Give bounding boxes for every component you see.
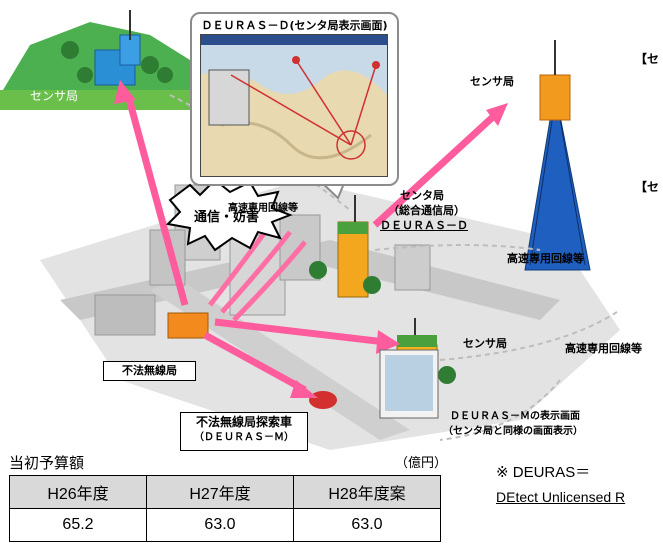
budget-header-h26: H26年度 [9,475,147,509]
budget-header-row: H26年度 H27年度 H28年度案 [9,475,441,509]
search-car-label-line2: （ＤＥＵＲＡＳ－Ｍ） [194,432,294,443]
link-dash-2 [374,244,541,251]
link-dash-3 [439,309,621,361]
sensor-tower [524,89,591,271]
highspeed-label-2: 高速専用回線等 [507,252,584,265]
highspeed-label-3: 高速専用回線等 [565,342,642,355]
road-2 [150,280,410,440]
interference-burst [165,178,293,252]
bracket-label-1: 【セ [635,52,660,66]
deuras-m-label-2: （センタ局と同様の画面表示） [443,426,583,437]
sensor-left-label: センサ局 [30,89,79,103]
budget-header-h28: H28年度案 [293,475,441,509]
deuras-m-label-1: ＤＥＵＲＡＳ－Ｍの表示画面 [450,411,580,422]
tree [77,67,93,83]
sensor-top-right-label: センサ局 [470,75,514,88]
illegal-station-label: 不法無線局 [103,361,196,381]
building-grey-6 [394,244,431,291]
deuras-d-title: ＤＥＵＲＡＳ－Ｄ(センタ局表示画面) [201,19,388,32]
footnote-line2: DEtect Unlicensed R [496,489,626,505]
center-building [337,221,369,298]
mountain-base [0,90,195,110]
footnote-line1: ※ DEURAS＝ [496,464,591,481]
arrow-to-left-sensor [124,94,189,306]
center-label-2: （総合通信局） [388,204,465,217]
budget-value-h26: 65.2 [9,508,147,542]
center-label-3: ＤＥＵＲＡＳ－Ｄ [380,219,468,232]
budget-value-h27: 63.0 [146,508,294,542]
budget-value-h28: 63.0 [293,508,441,542]
bracket-label-2: 【セ [635,180,660,194]
tree [141,56,159,74]
sensor-mid-label: センサ局 [463,337,507,350]
search-car-label-line1: 不法無線局探索車 [195,415,292,429]
tree [61,41,79,59]
deuras-d-screen [200,34,388,177]
budget-value-row: 65.2 63.0 63.0 [9,508,441,542]
deuras-d-callout: ＤＥＵＲＡＳ－Ｄ(センタ局表示画面) [190,12,399,186]
arrow-to-car [203,331,307,394]
illegal-truck [167,312,209,339]
sensor-building-mid-roof [397,335,437,347]
interference-label: 通信・妨害 [194,210,260,225]
budget-unit: （億円） [395,456,448,471]
budget-table: H26年度 H27年度 H28年度案 65.2 63.0 63.0 [9,475,441,542]
center-label-1: センタ局 [400,189,444,202]
sensor-tower-top [539,74,571,121]
deuras-m-screen [385,355,433,411]
arrow-to-mid-sensor [214,318,386,346]
highspeed-label-1: 高速専用回線等 [228,203,298,214]
link-dash-4 [439,379,561,441]
tree [157,67,173,83]
budget-title: 当初予算額 [9,454,85,472]
building-grey-1 [94,294,156,336]
budget-header-h27: H27年度 [146,475,294,509]
search-car-label: 不法無線局探索車 （ＤＥＵＲＡＳ－Ｍ） [180,412,308,451]
wave-3 [232,240,307,322]
wave-2 [220,230,292,314]
arrow-to-tower-sensor [372,112,498,228]
map-display [201,35,387,176]
center-building-roof [338,222,368,234]
search-car [309,391,337,409]
